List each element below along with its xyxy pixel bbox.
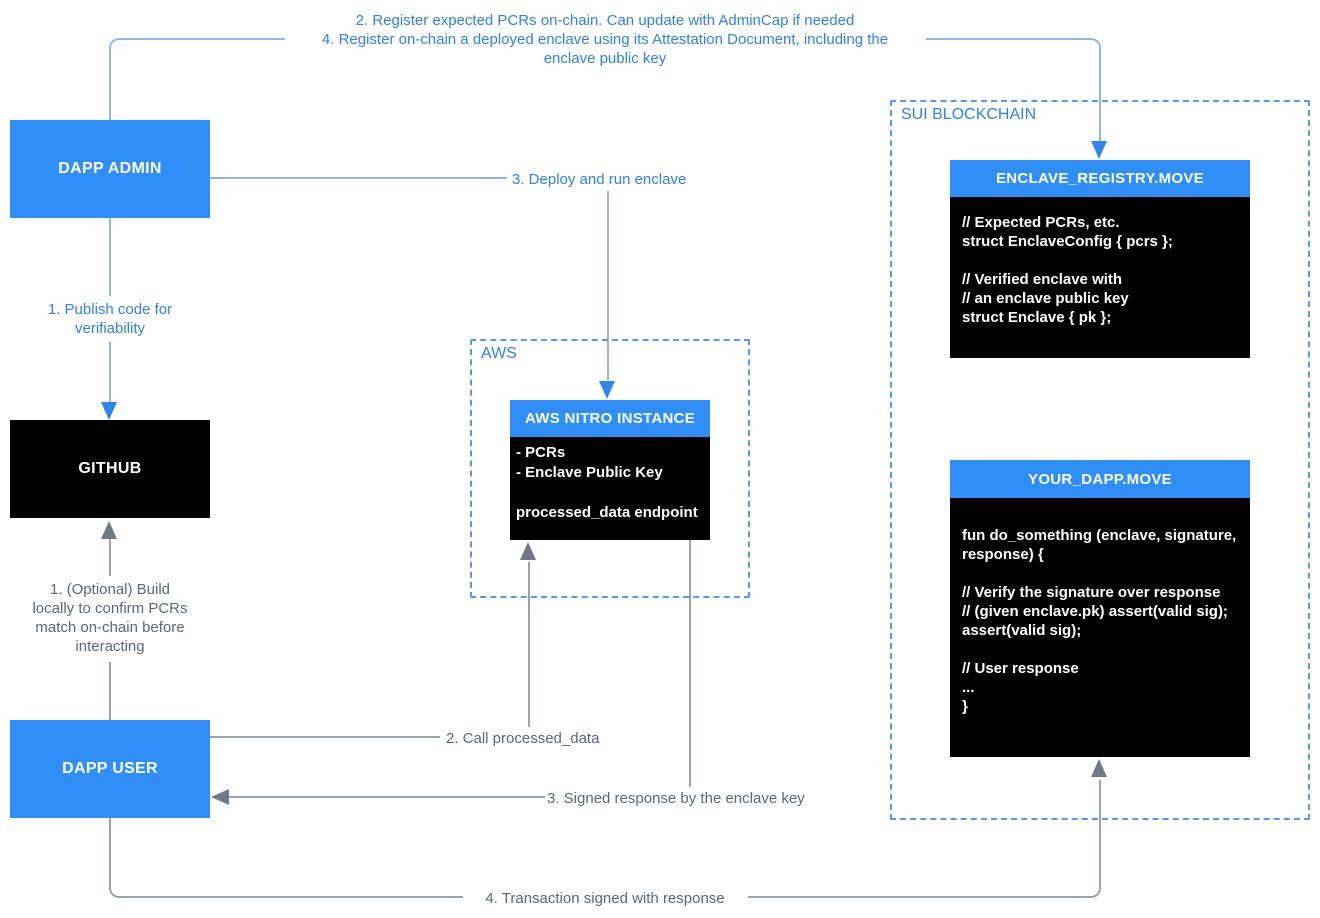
connector-nitro-to-user-horizontal: [229, 796, 545, 798]
component-enclave-registry-code: // Expected PCRs, etc. struct EnclaveCon…: [950, 197, 1250, 358]
node-dapp-user-label: DAPP USER: [62, 760, 158, 777]
edge-label-call-processed-data: 2. Call processed_data: [446, 730, 600, 747]
group-aws-label: AWS: [481, 345, 517, 362]
component-aws-nitro-body: - PCRs - Enclave Public Key processed_da…: [510, 437, 710, 540]
node-dapp-admin-label: DAPP ADMIN: [58, 160, 162, 177]
connector-user-to-github-bottom: [109, 662, 111, 720]
node-github-label: GITHUB: [78, 460, 142, 477]
connector-nitro-to-user-vertical: [689, 540, 691, 787]
node-dapp-admin: DAPP ADMIN: [10, 120, 210, 218]
component-your-dapp-title: YOUR_DAPP.MOVE: [950, 460, 1250, 498]
component-your-dapp-code: fun do_something (enclave, signature, re…: [950, 498, 1250, 757]
connector-admin-to-github-bottom: [109, 342, 111, 402]
connector-admin-to-github-top: [109, 218, 111, 296]
component-your-dapp: YOUR_DAPP.MOVE fun do_something (enclave…: [950, 460, 1250, 757]
connector-user-to-nitro-vertical: [528, 562, 530, 727]
edge-label-optional-build: 1. (Optional) Build locally to confirm P…: [32, 581, 188, 655]
edge-label-transaction-signed: 4. Transaction signed with response: [485, 890, 725, 907]
connector-admin-to-registry-right: [926, 38, 1101, 142]
arrowhead-down-registry-icon: [1091, 141, 1107, 159]
connector-admin-to-nitro-horizontal: [210, 177, 507, 179]
connector-user-to-nitro-horizontal: [210, 736, 440, 738]
component-aws-nitro: AWS NITRO INSTANCE - PCRs - Enclave Publ…: [510, 400, 710, 540]
connector-user-to-dapp-right: [748, 780, 1101, 898]
component-aws-nitro-title: AWS NITRO INSTANCE: [510, 400, 710, 437]
arrowhead-left-user-icon: [211, 789, 229, 805]
node-github: GITHUB: [10, 420, 210, 518]
annotation-register-pcrs: 2. Register expected PCRs on-chain. Can …: [321, 12, 889, 67]
component-enclave-registry: ENCLAVE_REGISTRY.MOVE // Expected PCRs, …: [950, 160, 1250, 358]
edge-label-signed-response: 3. Signed response by the enclave key: [547, 790, 805, 807]
arrowhead-up-your-dapp-icon: [1091, 759, 1107, 777]
connector-user-to-dapp-left: [109, 818, 463, 898]
group-sui-blockchain: SUI BLOCKCHAIN: [890, 100, 1310, 820]
group-sui-blockchain-label: SUI BLOCKCHAIN: [901, 106, 1037, 123]
connector-admin-to-nitro-vertical: [607, 191, 609, 380]
component-enclave-registry-title: ENCLAVE_REGISTRY.MOVE: [950, 160, 1250, 197]
connector-user-to-github-top: [109, 539, 111, 576]
arrowhead-down-nitro-icon: [599, 381, 615, 399]
connector-admin-to-registry-left: [109, 38, 285, 120]
group-aws: AWS: [470, 339, 750, 598]
arrowhead-down-github-icon: [101, 402, 117, 420]
edge-label-publish-code: 1. Publish code for verifiability: [47, 301, 173, 337]
arrowhead-up-github-icon: [101, 521, 117, 539]
arrowhead-up-nitro-icon: [520, 542, 536, 560]
edge-label-deploy-run: 3. Deploy and run enclave: [512, 171, 687, 188]
node-dapp-user: DAPP USER: [10, 720, 210, 818]
